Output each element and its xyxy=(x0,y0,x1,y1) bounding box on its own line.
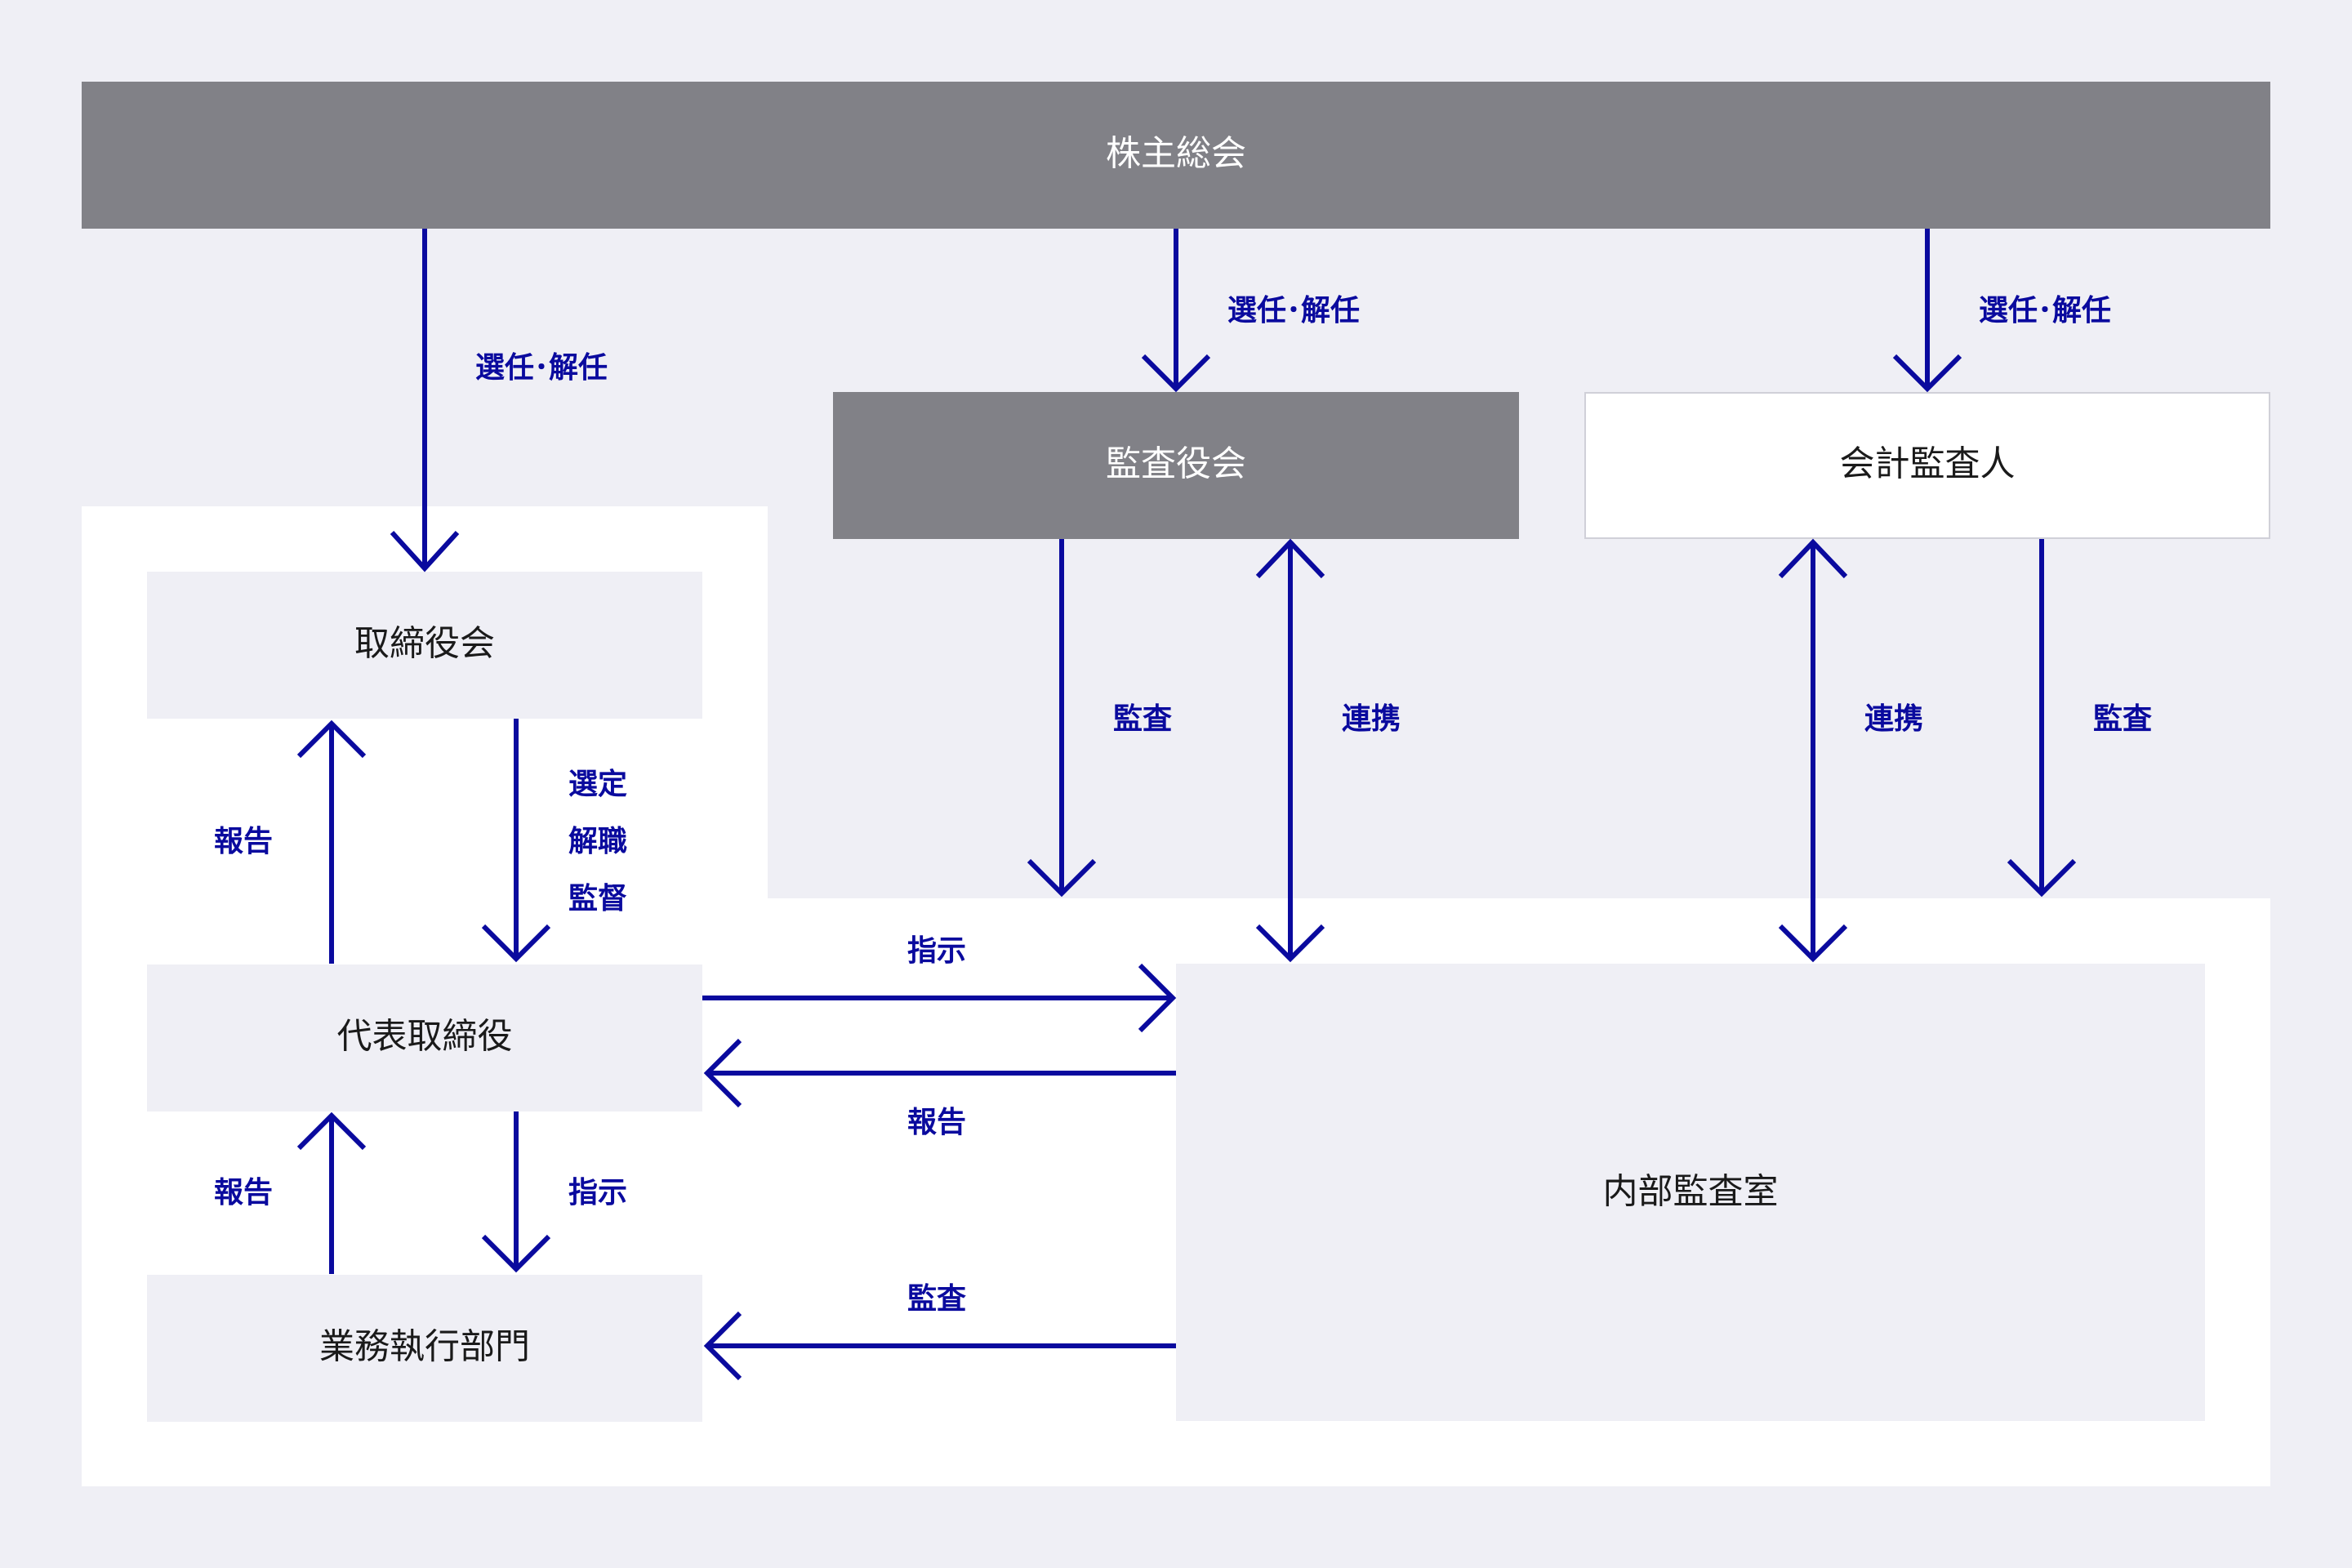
label-appoint-dismiss-board: 選任･解任 xyxy=(475,351,608,385)
shareholders-meeting-box xyxy=(82,82,2270,229)
arrow-instruct-exec xyxy=(481,1111,551,1273)
audit-board-label: 監査役会 xyxy=(1106,444,1246,485)
label-appoint-dismiss-audit-board: 選任･解任 xyxy=(1227,294,1360,327)
label-audit-board-cooperation: 連携 xyxy=(1342,702,1401,736)
arrow-report-to-representative-from-exec xyxy=(296,1111,367,1274)
arrow-appoint-accounting-auditor xyxy=(1892,229,1962,393)
label-accounting-cooperation: 連携 xyxy=(1864,702,1923,736)
label-board-dismiss: 解職 xyxy=(568,825,627,858)
accounting-auditor-label: 会計監査人 xyxy=(1840,444,2016,485)
arrow-report-to-representative xyxy=(703,1038,1176,1108)
label-instruct-internal: 指示 xyxy=(907,934,966,968)
business-execution-label: 業務執行部門 xyxy=(319,1327,530,1368)
arrow-audit-board-audit xyxy=(1027,539,1097,898)
internal-audit-label: 内部監査室 xyxy=(1603,1172,1779,1213)
arrow-board-supervise xyxy=(481,719,551,963)
arrow-appoint-audit-board xyxy=(1141,229,1211,393)
label-exec-report: 報告 xyxy=(214,1176,273,1209)
audit-board-box xyxy=(833,392,1519,539)
label-exec-instruct: 指示 xyxy=(568,1176,627,1209)
label-accounting-audit: 監査 xyxy=(2093,702,2152,736)
accounting-auditor-box xyxy=(1584,392,2270,539)
label-report-internal: 報告 xyxy=(907,1106,966,1139)
arrow-audit-board-cooperation xyxy=(1255,538,1325,963)
label-appoint-dismiss-accounting: 選任･解任 xyxy=(1979,294,2111,327)
business-execution-box xyxy=(147,1275,702,1422)
arrow-instruct-internal-audit xyxy=(702,963,1177,1033)
label-board-select: 選定 xyxy=(568,768,627,801)
arrow-accounting-audit xyxy=(2007,539,2077,898)
arrow-appoint-board xyxy=(390,229,460,572)
board-of-directors-label: 取締役会 xyxy=(354,624,495,665)
arrow-accounting-cooperation xyxy=(1778,538,1848,963)
representative-director-label: 代表取締役 xyxy=(337,1017,513,1058)
arrow-report-to-board xyxy=(296,719,367,964)
arrow-audit-exec xyxy=(703,1311,1176,1381)
label-audit-board-audit: 監査 xyxy=(1113,702,1172,736)
label-board-supervise: 監督 xyxy=(568,882,627,915)
shareholders-meeting-label: 株主総会 xyxy=(1106,134,1246,175)
internal-audit-box xyxy=(1176,964,2205,1421)
label-audit-exec: 監査 xyxy=(907,1282,966,1316)
label-board-report: 報告 xyxy=(214,825,273,858)
representative-director-box xyxy=(147,964,702,1111)
board-of-directors-box xyxy=(147,572,702,719)
